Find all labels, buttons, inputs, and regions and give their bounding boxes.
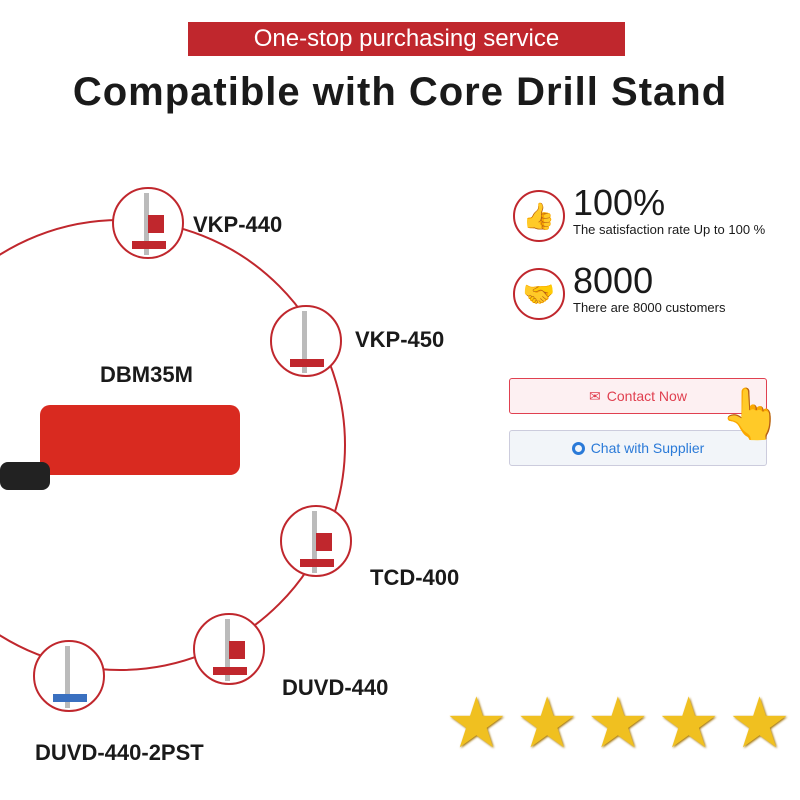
stand-label: TCD-400 bbox=[370, 565, 460, 590]
chat-with-supplier-button[interactable]: Chat with Supplier bbox=[509, 430, 767, 466]
stat-value: 100% bbox=[573, 182, 666, 223]
stand-duvd-440-image bbox=[193, 613, 265, 685]
stat-caption: The satisfaction rate Up to 100 % bbox=[573, 222, 766, 237]
drill-cord-image bbox=[0, 462, 50, 490]
stand-label: DUVD-440-2PST bbox=[35, 740, 204, 765]
contact-now-button[interactable]: ✉ Contact Now bbox=[509, 378, 767, 414]
star-icon: ★ bbox=[515, 684, 579, 762]
handshake-icon: 🤝 bbox=[513, 268, 565, 320]
core-drill-image bbox=[40, 405, 240, 475]
stat-customers: 🤝 8000 There are 8000 customers bbox=[513, 260, 783, 328]
stand-duvd-440-2pst-image bbox=[33, 640, 105, 712]
star-icon: ★ bbox=[586, 684, 650, 762]
stand-label: VKP-450 bbox=[355, 327, 445, 352]
stat-satisfaction: 👍 100% The satisfaction rate Up to 100 % bbox=[513, 182, 783, 250]
page-title: Compatible with Core Drill Stand bbox=[72, 70, 728, 114]
thumbs-up-icon: 👍 bbox=[513, 190, 565, 242]
stand-tcd-400-image bbox=[280, 505, 352, 577]
pointer-hand-icon: 👆 bbox=[720, 386, 783, 442]
star-icon: ★ bbox=[657, 684, 721, 762]
stat-caption: There are 8000 customers bbox=[573, 300, 726, 315]
chat-label: Chat with Supplier bbox=[590, 440, 705, 456]
center-product-label: DBM35M bbox=[100, 362, 193, 387]
stand-label: DUVD-440 bbox=[282, 675, 389, 700]
stat-value: 8000 bbox=[573, 260, 654, 301]
star-icon: ★ bbox=[445, 684, 508, 762]
chat-icon bbox=[571, 441, 585, 455]
envelope-icon: ✉ bbox=[589, 387, 601, 404]
star-icon: ★ bbox=[728, 684, 791, 762]
stand-vkp-450-image bbox=[270, 305, 342, 377]
contact-now-label: Contact Now bbox=[606, 388, 687, 404]
stand-label: VKP-440 bbox=[193, 212, 283, 237]
rating-stars: ★ ★ ★ ★ ★ bbox=[445, 688, 791, 758]
banner: One-stop purchasing service bbox=[188, 22, 625, 56]
stand-vkp-440-image bbox=[112, 187, 184, 259]
